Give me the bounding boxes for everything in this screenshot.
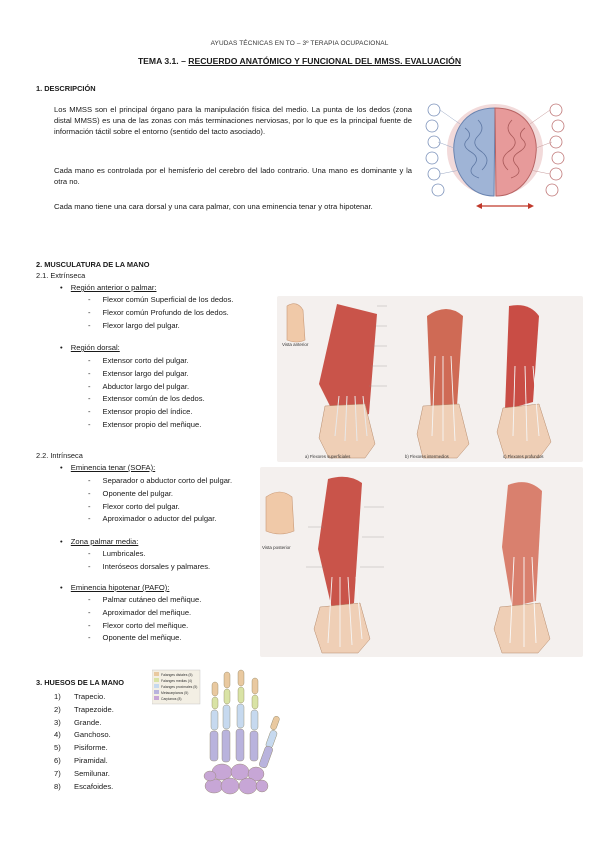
- bones-legend: Falanges distales (5) Falanges medias (4…: [151, 669, 201, 705]
- tenar-label: Eminencia tenar (SOFA):: [70, 463, 156, 472]
- list-item: 1)Trapecio.: [54, 692, 106, 701]
- list-item: -Abductor largo del pulgar.: [88, 381, 190, 391]
- list-item: 3)Grande.: [54, 717, 102, 727]
- list-item: 4)Ganchoso.: [54, 730, 111, 740]
- list-item: -Extensor propio del índice.: [88, 407, 193, 417]
- posterior-forearm-muscles-figure: Vista posterior: [260, 467, 583, 657]
- bones-list: 1)Trapecio. 2)Trapezoide. 3)Grande. 4)Ga…: [54, 691, 114, 793]
- svg-text:Falanges distales (5): Falanges distales (5): [161, 673, 192, 677]
- hipo-label: Eminencia hipotenar (PAFO):: [70, 583, 170, 592]
- svg-text:Falanges medias (4): Falanges medias (4): [161, 679, 192, 683]
- tenar-region: • Eminencia tenar (SOFA):: [60, 463, 155, 472]
- list-item: -Flexor común Superficial de los dedos.: [88, 295, 234, 304]
- fig2-label-0: Vista posterior: [262, 545, 291, 550]
- hand-bones-figure: Falanges distales (5) Falanges medias (4…: [151, 668, 302, 844]
- list-item: -Palmar cutáneo del meñique.: [88, 595, 202, 604]
- fig1-label-2: b) Flexores intermedios: [405, 454, 449, 459]
- dorsal-region: • Región dorsal:: [60, 343, 120, 352]
- list-item: -Flexor corto del meñique.: [88, 620, 189, 630]
- fig1-label-1: a) Flexores superficiales: [305, 454, 350, 459]
- title-main: RECUERDO ANATÓMICO Y FUNCIONAL DEL MMSS.…: [188, 56, 462, 66]
- anterior-label: Región anterior o palmar:: [70, 283, 157, 292]
- list-item: -Oponente del meñique.: [88, 633, 182, 643]
- list-item: -Extensor largo del pulgar.: [88, 368, 189, 378]
- anterior-list: -Flexor común Superficial de los dedos. …: [88, 294, 233, 332]
- title-prefix: TEMA 3.1. –: [137, 56, 189, 66]
- list-item: -Aproximador o aductor del pulgar.: [88, 514, 217, 524]
- fig1-label-0: Vista anterior: [282, 342, 309, 347]
- page-title: TEMA 3.1. – RECUERDO ANATÓMICO Y FUNCION…: [0, 56, 599, 66]
- media-list: -Lumbricales. -Interóseos dorsales y pal…: [88, 548, 210, 574]
- bullet-icon: •: [60, 583, 63, 592]
- hipo-list: -Palmar cutáneo del meñique. -Aproximado…: [88, 594, 201, 645]
- section-1-paragraph-2: Cada mano es controlada por el hemisferi…: [54, 166, 412, 186]
- anterior-region: • Región anterior o palmar:: [60, 283, 156, 292]
- hipotenar-region: • Eminencia hipotenar (PAFO):: [60, 583, 169, 592]
- dorsal-label: Región dorsal:: [70, 343, 120, 352]
- bullet-icon: •: [60, 283, 63, 292]
- fig1-label-3: c) Flexores profundos: [503, 454, 544, 459]
- list-item: 8)Escafoides.: [54, 781, 114, 791]
- list-item: -Extensor común de los dedos.: [88, 394, 205, 404]
- list-item: -Flexor largo del pulgar.: [88, 320, 180, 330]
- section-1-paragraph-3: Cada mano tiene una cara dorsal y una ca…: [54, 202, 373, 211]
- bullet-icon: •: [60, 537, 63, 546]
- tenar-list: -Separador o abductor corto del pulgar. …: [88, 475, 232, 526]
- bullet-icon: •: [60, 343, 63, 352]
- list-item: -Separador o abductor corto del pulgar.: [88, 476, 233, 485]
- bullet-icon: •: [60, 463, 63, 472]
- brain-hemispheres-figure: [420, 98, 570, 212]
- list-item: -Extensor corto del pulgar.: [88, 356, 189, 365]
- list-item: 7)Semilunar.: [54, 768, 110, 778]
- section-1-paragraph-1: Los MMSS son el principal órgano para la…: [54, 105, 412, 136]
- palmar-media-region: • Zona palmar media:: [60, 537, 138, 546]
- anterior-forearm-muscles-figure: Vista anterior a) Flexores superficiales…: [277, 296, 583, 462]
- list-item: -Aproximador del meñique.: [88, 607, 192, 617]
- list-item: 5)Pisiforme.: [54, 743, 108, 753]
- list-item: -Flexor común Profundo de los dedos.: [88, 307, 229, 317]
- list-item: -Extensor propio del meñique.: [88, 419, 202, 429]
- list-item: 2)Trapezoide.: [54, 704, 114, 714]
- list-item: -Lumbricales.: [88, 549, 146, 558]
- media-label: Zona palmar media:: [70, 537, 139, 546]
- svg-text:Metacarpianos (5): Metacarpianos (5): [161, 691, 188, 695]
- list-item: -Flexor corto del pulgar.: [88, 501, 180, 511]
- svg-text:Falanges proximales (5): Falanges proximales (5): [161, 685, 197, 689]
- list-item: -Interóseos dorsales y palmares.: [88, 561, 211, 571]
- subsection-2-1: 2.1. Extrínseca: [36, 271, 86, 280]
- list-item: -Oponente del pulgar.: [88, 488, 174, 498]
- svg-text:Carpianos (8): Carpianos (8): [161, 697, 182, 701]
- subsection-2-2: 2.2. Intrínseca: [36, 451, 83, 460]
- document-header: AYUDAS TÉCNICAS EN TO – 3º TERAPIA OCUPA…: [210, 40, 389, 47]
- section-2-heading: 2. MUSCULATURA DE LA MANO: [36, 260, 150, 269]
- section-3-heading: 3. HUESOS DE LA MANO: [36, 678, 125, 687]
- dorsal-list: -Extensor corto del pulgar. -Extensor la…: [88, 355, 205, 432]
- list-item: 6)Piramidal.: [54, 755, 108, 765]
- section-1-heading: 1. DESCRIPCIÓN: [36, 84, 96, 93]
